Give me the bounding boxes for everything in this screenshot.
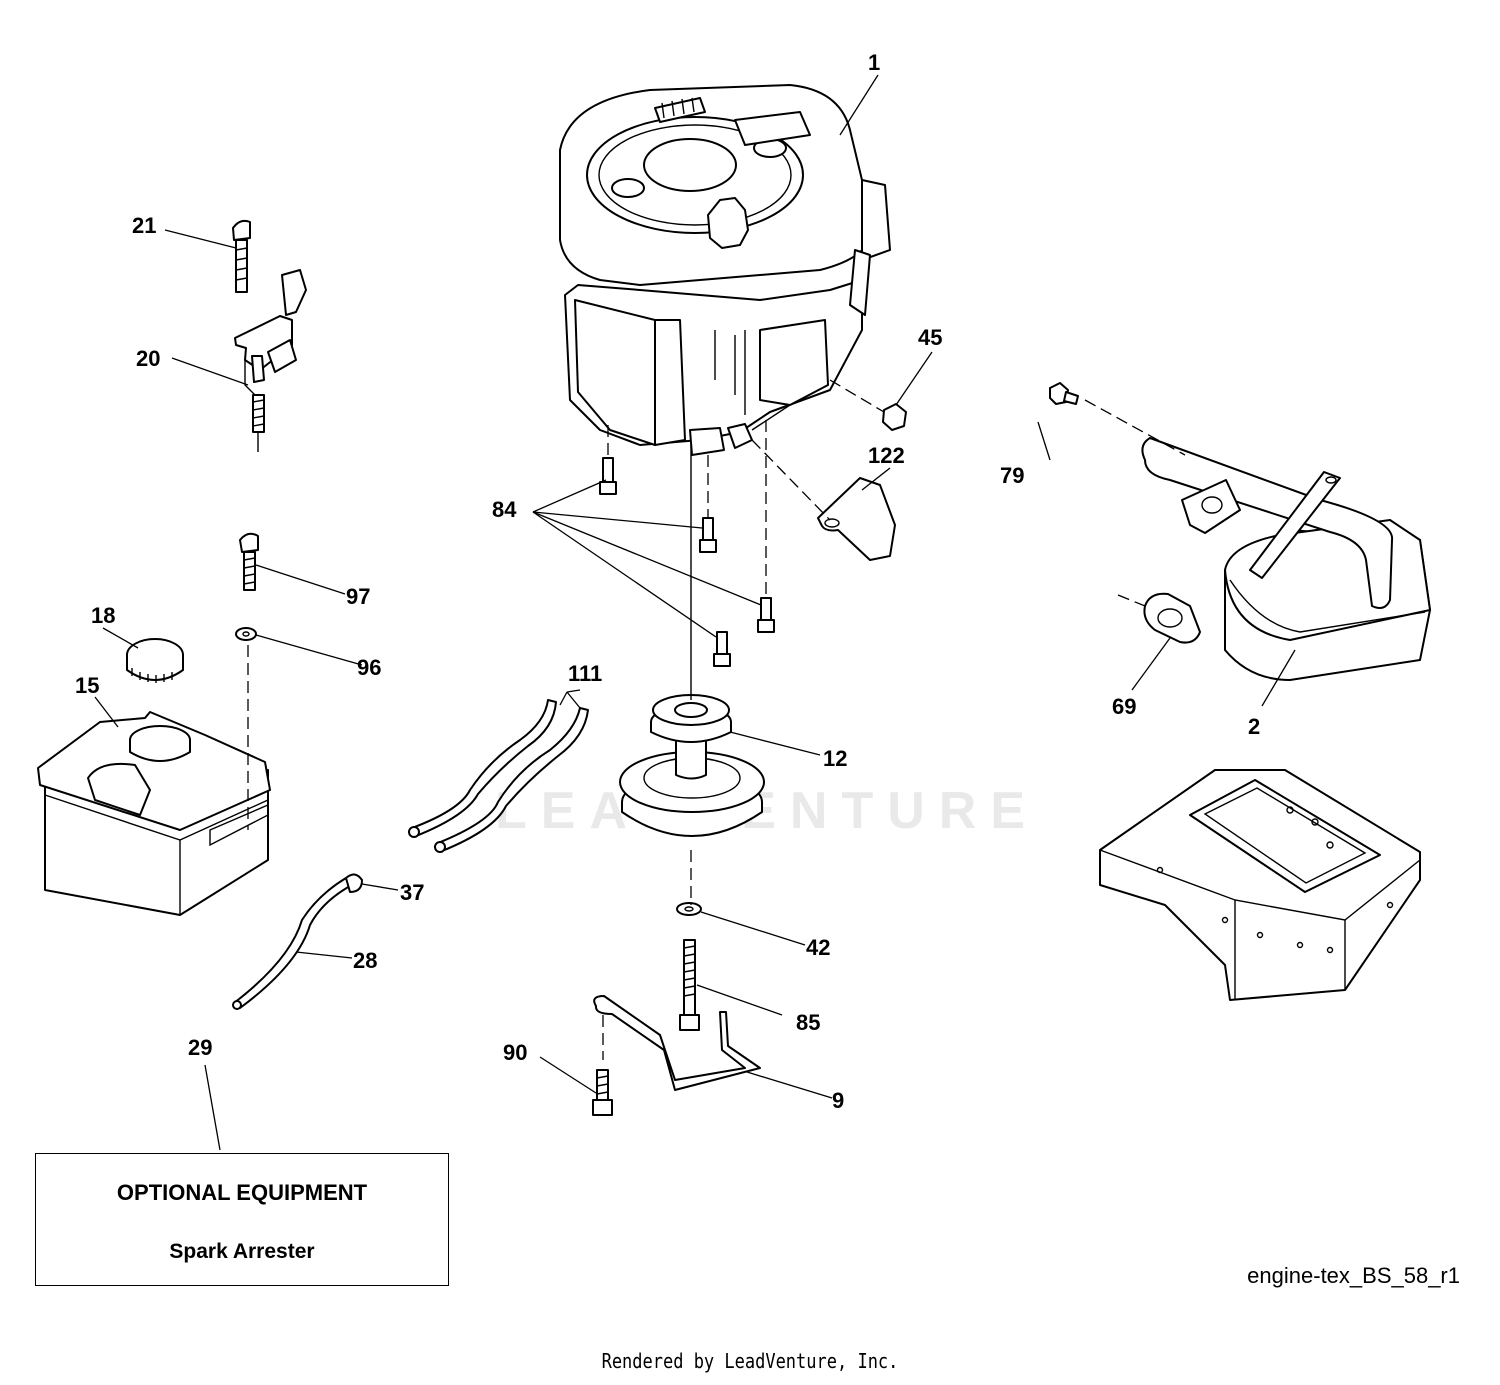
footer-credit: Rendered by LeadVenture, Inc. [601, 1349, 899, 1373]
fuel-tank[interactable] [37, 711, 271, 916]
fuel-line[interactable] [232, 877, 351, 1010]
heat-shield[interactable] [817, 477, 896, 561]
gasket-69[interactable] [1143, 592, 1201, 644]
engine[interactable] [559, 84, 891, 456]
leader-dash-45 [829, 379, 885, 413]
screw-21[interactable] [232, 219, 251, 293]
drawing-id: engine-tex_BS_58_r1 [1247, 1263, 1460, 1288]
hose-111[interactable] [408, 699, 589, 853]
callout-97[interactable]: 97 [346, 584, 370, 609]
screw-79[interactable] [1049, 382, 1079, 405]
callout-numbers: 1 2 9 12 15 18 20 21 28 29 37 42 45 69 7… [75, 50, 1260, 1113]
leader-lines [94, 74, 1296, 1151]
bolt-90[interactable] [592, 1069, 613, 1116]
callout-28[interactable]: 28 [353, 948, 377, 973]
callout-42[interactable]: 42 [806, 935, 830, 960]
mounting-plate[interactable] [1099, 769, 1421, 1001]
callout-37[interactable]: 37 [400, 880, 424, 905]
muffler[interactable] [1141, 437, 1431, 681]
callout-29[interactable]: 29 [188, 1035, 212, 1060]
callout-15[interactable]: 15 [75, 673, 99, 698]
bolt-84-c[interactable] [757, 597, 775, 633]
callout-18[interactable]: 18 [91, 603, 115, 628]
screw-97[interactable] [239, 532, 259, 591]
callout-122[interactable]: 122 [868, 443, 905, 468]
bolt-84-a[interactable] [599, 457, 617, 495]
callout-20[interactable]: 20 [136, 346, 160, 371]
optional-equipment-title: OPTIONAL EQUIPMENT [116, 1180, 368, 1205]
hose-clamp[interactable] [345, 873, 363, 893]
leader-dash-79 [1084, 399, 1186, 456]
callout-21[interactable]: 21 [132, 213, 156, 238]
optional-equipment-box: OPTIONAL EQUIPMENT Spark Arrester [35, 1153, 449, 1286]
callout-45[interactable]: 45 [918, 325, 942, 350]
bolt-85[interactable] [679, 939, 700, 1031]
nut-45[interactable] [882, 403, 907, 431]
engine-pulley[interactable] [619, 694, 765, 837]
bracket-9[interactable] [593, 995, 761, 1091]
callout-111[interactable]: 111 [568, 661, 602, 686]
callout-12[interactable]: 12 [823, 746, 847, 771]
leader-dash-69 [1117, 594, 1146, 607]
callout-90[interactable]: 90 [503, 1040, 527, 1065]
callout-85[interactable]: 85 [796, 1010, 820, 1035]
optional-equipment-item: Spark Arrester [169, 1240, 315, 1263]
callout-2[interactable]: 2 [1248, 714, 1260, 739]
washer-96[interactable] [235, 627, 257, 641]
callout-69[interactable]: 69 [1112, 694, 1136, 719]
bolt-84-d[interactable] [713, 631, 731, 667]
fuel-cap[interactable] [126, 638, 184, 683]
watermark: LEADVENTURE [495, 782, 1039, 840]
callout-1[interactable]: 1 [868, 50, 880, 75]
callout-79[interactable]: 79 [1000, 463, 1024, 488]
callout-84[interactable]: 84 [492, 497, 517, 522]
throttle-control[interactable] [234, 269, 307, 452]
leader-dash-122 [751, 439, 831, 521]
bolt-84-b[interactable] [699, 517, 717, 553]
callout-9[interactable]: 9 [832, 1088, 844, 1113]
callout-96[interactable]: 96 [357, 655, 381, 680]
washer-42[interactable] [676, 902, 702, 916]
